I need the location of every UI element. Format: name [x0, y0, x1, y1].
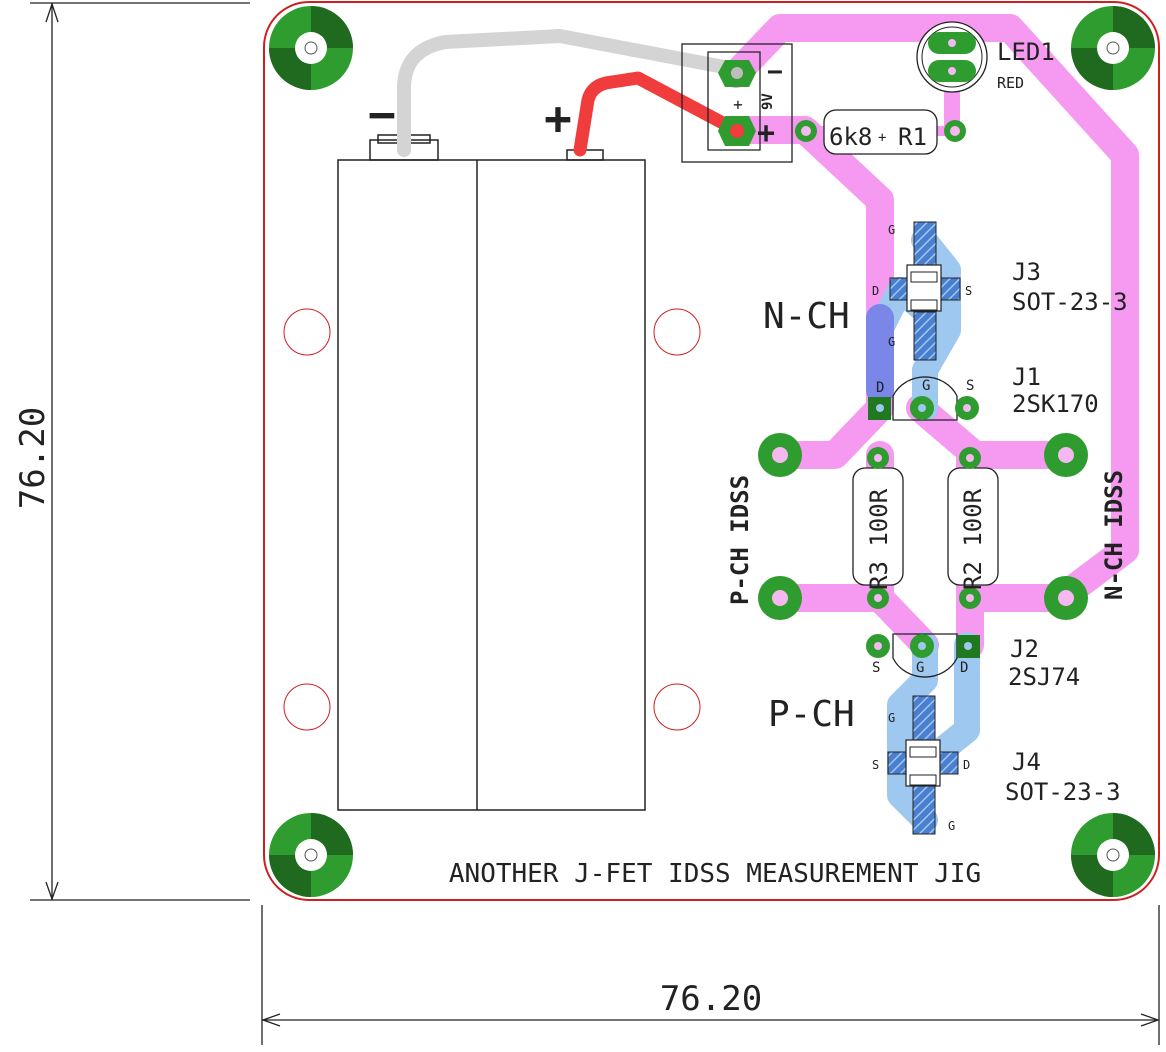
j1-pin-g: G — [922, 378, 930, 394]
r3-label: R3 100R — [865, 488, 893, 590]
j1-pin-d: D — [876, 380, 884, 396]
power-small-plus: + — [733, 95, 743, 114]
j3-pin-d: D — [872, 284, 879, 298]
test-pad-nch-top — [1044, 433, 1088, 477]
p-ch-idss-label: P-CH IDSS — [726, 475, 754, 605]
n-ch-label: N-CH — [763, 296, 850, 337]
mounting-hole-bottom-right — [1071, 813, 1155, 897]
negative-wire — [397, 29, 747, 157]
j3-type: SOT-23-3 — [1012, 288, 1128, 316]
j3-pin-g-top: G — [888, 223, 895, 237]
r3-resistor — [852, 447, 904, 609]
r2-label: R2 100R — [959, 488, 987, 590]
test-pad-pch-top — [758, 433, 802, 477]
n-ch-idss-label: N-CH IDSS — [1100, 470, 1128, 600]
power-plus-label: + — [757, 116, 775, 151]
r1-plus: + — [878, 130, 886, 146]
vertical-dimension — [30, 1, 250, 901]
r1-ref: R1 — [898, 123, 927, 151]
j4-ref: J4 — [1012, 748, 1041, 776]
j4-pin-g-bottom: G — [948, 819, 955, 833]
led1-ref: LED1 — [997, 38, 1055, 66]
mounting-hole-top-left — [269, 6, 353, 90]
test-pad-nch-bottom — [1044, 576, 1088, 620]
j3-pin-s: S — [965, 284, 972, 298]
power-minus-label: − — [767, 57, 783, 87]
j3-ref: J3 — [1012, 258, 1041, 286]
j3-footprint — [889, 221, 961, 361]
j4-pin-s: S — [872, 758, 879, 772]
power-connector-pad-positive — [718, 116, 756, 146]
j1-pin-s: S — [966, 378, 974, 394]
battery-minus-sign: − — [368, 87, 396, 141]
j2-ref: J2 — [1010, 635, 1039, 663]
board-title: ANOTHER J-FET IDSS MEASUREMENT JIG — [449, 859, 981, 889]
power-connector-pad-negative — [718, 60, 756, 87]
mounting-hole-top-right — [1071, 6, 1155, 90]
j2-pin-s: S — [872, 660, 880, 676]
vertical-dimension-value: 76.20 — [13, 407, 53, 509]
positive-wire — [573, 71, 743, 157]
j3-pin-g-bottom: G — [888, 335, 895, 349]
r1-value: 6k8 — [829, 123, 872, 151]
battery-holder-holes — [283, 308, 701, 731]
j2-type: 2SJ74 — [1008, 663, 1080, 691]
battery-plus-sign: + — [544, 91, 572, 145]
p-ch-label: P-CH — [768, 694, 855, 735]
power-voltage-label: 9V — [760, 93, 776, 110]
test-pad-pch-bottom — [758, 576, 802, 620]
j4-footprint — [887, 695, 959, 835]
j1-footprint — [868, 376, 979, 421]
j1-ref: J1 — [1012, 363, 1041, 391]
r1-pads — [795, 120, 966, 142]
led1 — [916, 21, 988, 93]
r2-resistor — [947, 447, 999, 609]
j4-pin-g-top: G — [888, 711, 895, 725]
j2-pin-d: D — [960, 660, 968, 676]
horizontal-dimension-value: 76.20 — [660, 979, 762, 1019]
r1-body — [823, 109, 938, 155]
j4-pin-d: D — [963, 758, 970, 772]
j4-type: SOT-23-3 — [1005, 778, 1121, 806]
j2-pin-g: G — [916, 660, 924, 676]
power-connector-outline — [681, 43, 793, 163]
j2-footprint — [866, 633, 980, 678]
mounting-hole-bottom-left — [269, 813, 353, 897]
j1-type: 2SK170 — [1012, 390, 1099, 418]
horizontal-dimension — [261, 905, 1160, 1045]
led1-color: RED — [997, 74, 1024, 92]
